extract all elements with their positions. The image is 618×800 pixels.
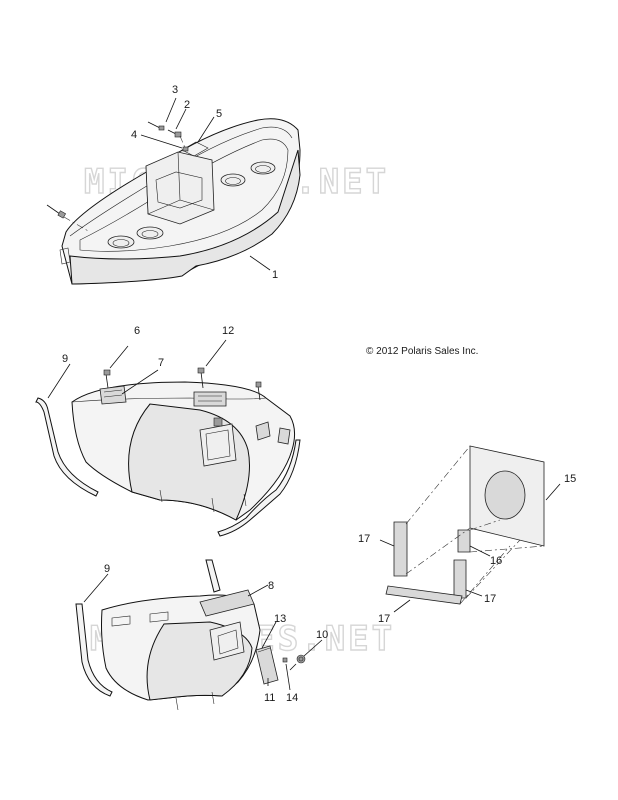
bottom-panel-assembly bbox=[75, 559, 323, 711]
callout-17-left: 17 bbox=[358, 533, 370, 545]
callout-13: 13 bbox=[274, 613, 286, 625]
callout-11: 11 bbox=[264, 692, 275, 704]
callout-1: 1 bbox=[272, 269, 278, 281]
callout-2: 2 bbox=[184, 99, 190, 111]
decal-sheet-assembly bbox=[379, 445, 561, 613]
callout-12: 12 bbox=[222, 325, 234, 337]
callout-17-right: 17 bbox=[484, 593, 496, 605]
lower-dash-panel-assembly bbox=[35, 339, 301, 537]
callout-16: 16 bbox=[490, 555, 502, 567]
callout-15: 15 bbox=[564, 473, 576, 485]
callout-14: 14 bbox=[286, 692, 298, 704]
callout-5: 5 bbox=[216, 108, 222, 120]
callout-4: 4 bbox=[131, 129, 137, 141]
callout-17-bottom: 17 bbox=[378, 613, 390, 625]
copyright-text: © 2012 Polaris Sales Inc. bbox=[366, 346, 478, 357]
callout-6: 6 bbox=[134, 325, 140, 337]
callout-8: 8 bbox=[268, 580, 274, 592]
callout-9-upper: 9 bbox=[62, 353, 68, 365]
callout-3: 3 bbox=[172, 84, 178, 96]
callout-9-lower: 9 bbox=[104, 563, 110, 575]
callout-10: 10 bbox=[316, 629, 328, 641]
dash-tray-assembly bbox=[46, 97, 301, 285]
callout-7: 7 bbox=[158, 357, 164, 369]
